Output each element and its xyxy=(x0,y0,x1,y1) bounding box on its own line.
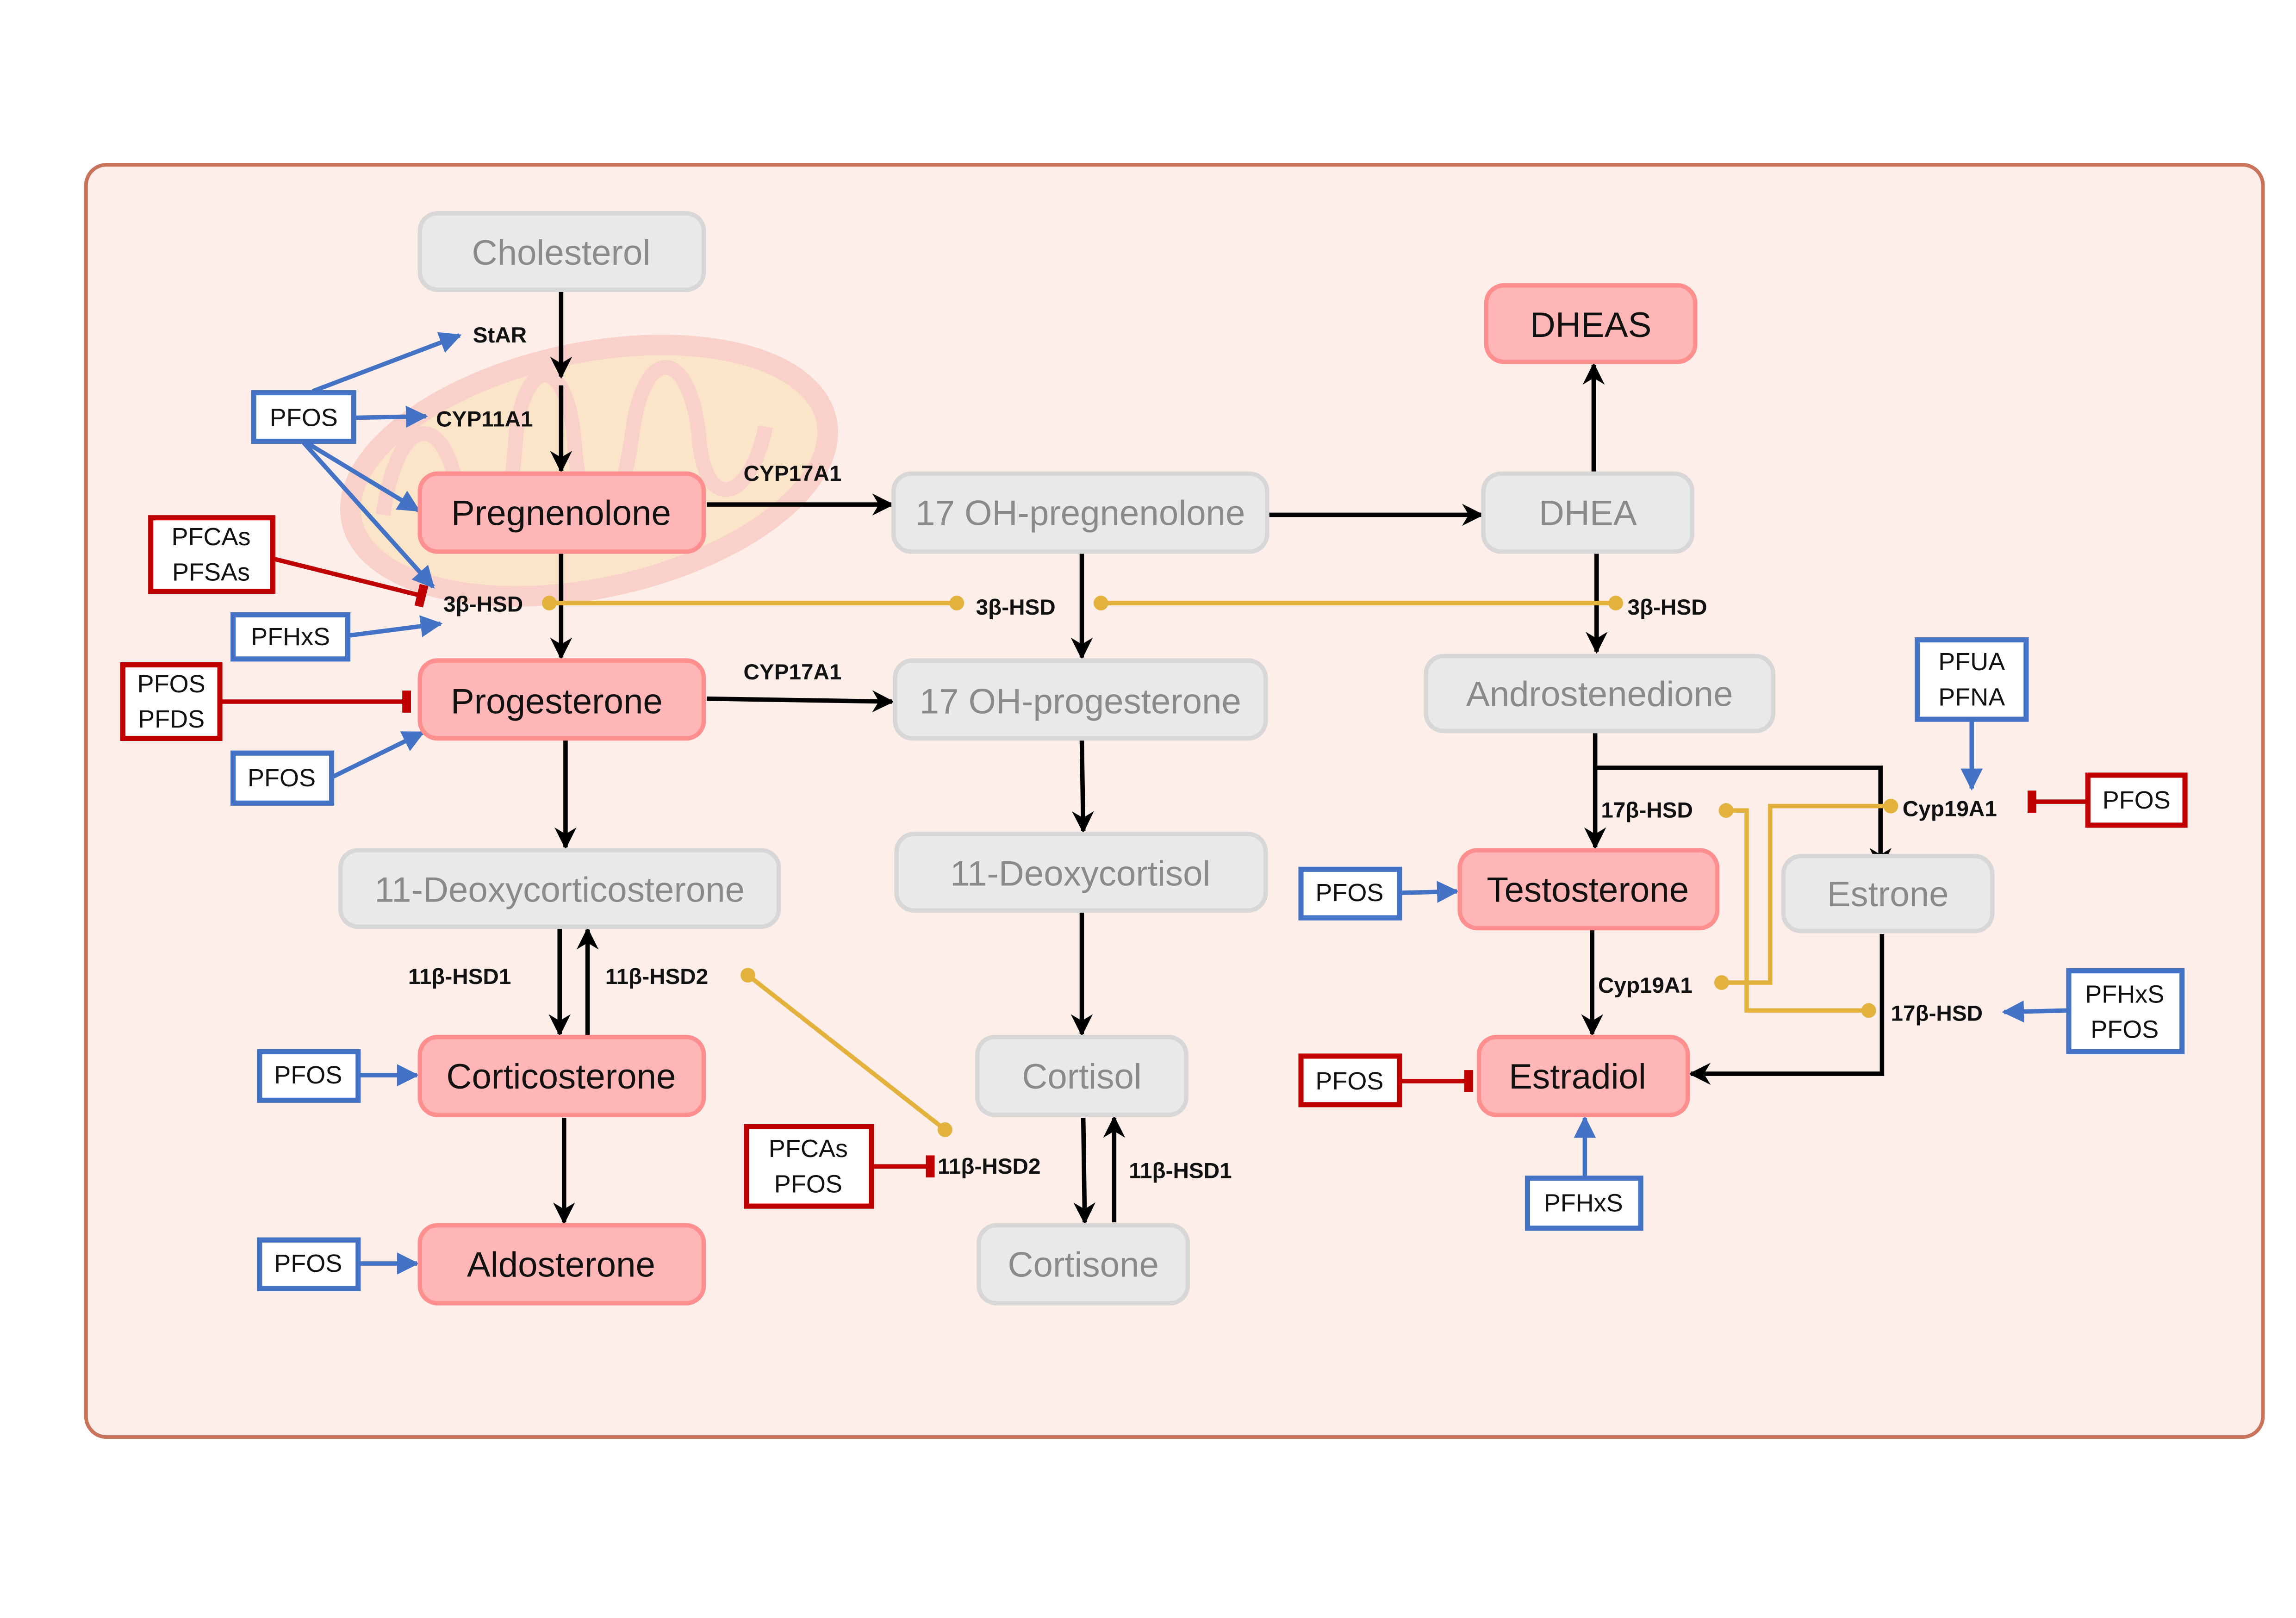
node-17oh-pregnenolone: 17 OH-pregnenolone xyxy=(891,471,1269,554)
node-androstenedione: Androstenedione xyxy=(1424,653,1775,734)
svg-text:Pregnenolone: Pregnenolone xyxy=(451,494,671,533)
svg-text:PFOS: PFOS xyxy=(2091,1016,2159,1044)
svg-text:Estrone: Estrone xyxy=(1827,875,1949,914)
svg-text:PFHxS: PFHxS xyxy=(1544,1189,1623,1217)
svg-text:PFOS: PFOS xyxy=(248,764,316,792)
enzyme-17b-hsd: 17β-HSD xyxy=(1891,1001,1983,1026)
svg-text:PFOS: PFOS xyxy=(274,1061,342,1089)
svg-text:Cortisone: Cortisone xyxy=(1008,1245,1158,1285)
node-progesterone: Progesterone xyxy=(417,658,706,741)
enzyme-11b-hsd2: 11β-HSD2 xyxy=(938,1154,1040,1179)
svg-text:PFOS: PFOS xyxy=(1315,1067,1383,1095)
enzyme-cyp11a1: CYP11A1 xyxy=(436,407,533,431)
svg-text:PFHxS: PFHxS xyxy=(2085,980,2164,1008)
svg-text:PFCAs: PFCAs xyxy=(171,523,250,551)
svg-text:PFOS: PFOS xyxy=(270,404,338,432)
enzyme-11b-hsd2: 11β-HSD2 xyxy=(605,965,708,989)
svg-text:PFDS: PFDS xyxy=(138,705,205,733)
node-dhea: DHEA xyxy=(1481,471,1695,554)
enzyme-17b-hsd: 17β-HSD xyxy=(1601,798,1693,823)
svg-text:Androstenedione: Androstenedione xyxy=(1466,675,1733,714)
chemical-box: PFOS xyxy=(257,1237,361,1291)
svg-text:PFHxS: PFHxS xyxy=(251,623,330,651)
svg-text:PFOS: PFOS xyxy=(137,670,205,698)
svg-text:17 OH-progesterone: 17 OH-progesterone xyxy=(920,682,1241,721)
node-cholesterol: Cholesterol xyxy=(417,211,706,292)
svg-text:DHEA: DHEA xyxy=(1539,494,1637,533)
chemical-box: PFHxS xyxy=(230,612,351,662)
svg-text:11-Deoxycortisol: 11-Deoxycortisol xyxy=(950,854,1210,893)
node-dheas: DHEAS xyxy=(1484,283,1698,364)
svg-text:Corticosterone: Corticosterone xyxy=(446,1057,676,1096)
chemical-box: PFOS xyxy=(230,750,335,806)
svg-text:PFOS: PFOS xyxy=(2103,786,2171,814)
svg-text:Progesterone: Progesterone xyxy=(451,682,663,721)
svg-text:PFCAs: PFCAs xyxy=(769,1135,848,1163)
svg-text:17 OH-pregnenolone: 17 OH-pregnenolone xyxy=(915,494,1245,533)
enzyme-cyp19a1: Cyp19A1 xyxy=(1903,797,1997,821)
enzyme-11b-hsd1: 11β-HSD1 xyxy=(1129,1158,1232,1183)
enzyme-cyp17a1: CYP17A1 xyxy=(743,660,841,685)
node-17oh-progesterone: 17 OH-progesterone xyxy=(893,658,1268,741)
svg-text:PFOS: PFOS xyxy=(774,1170,842,1198)
node-pregnenolone: Pregnenolone xyxy=(417,471,706,554)
node-11-deoxycorticosterone: 11-Deoxycorticosterone xyxy=(338,848,781,929)
node-11-deoxycortisol: 11-Deoxycortisol xyxy=(894,832,1268,913)
chemical-box: PFHxS PFOS xyxy=(2066,968,2185,1054)
chemical-box: PFOS xyxy=(251,390,356,444)
chemical-box: PFOS PFDS xyxy=(120,662,223,741)
node-estrone: Estrone xyxy=(1781,853,1995,933)
chemical-box: PFUA PFNA xyxy=(1915,637,2029,722)
node-estradiol: Estradiol xyxy=(1476,1034,1690,1117)
chemical-effects xyxy=(221,332,2087,1275)
enzyme-3b-hsd: 3β-HSD xyxy=(1628,595,1707,620)
enzyme-cyp19a1: Cyp19A1 xyxy=(1598,973,1692,998)
svg-text:Cortisol: Cortisol xyxy=(1022,1057,1142,1096)
svg-text:PFOS: PFOS xyxy=(1315,879,1383,907)
node-corticosterone: Corticosterone xyxy=(417,1034,706,1117)
svg-text:Cholesterol: Cholesterol xyxy=(472,233,651,273)
enzyme-cyp17a1: CYP17A1 xyxy=(743,461,841,486)
chemical-box: PFOS xyxy=(1298,866,1402,921)
svg-text:Testosterone: Testosterone xyxy=(1487,870,1689,909)
node-testosterone: Testosterone xyxy=(1457,848,1720,931)
chemical-box: PFOS xyxy=(257,1049,361,1103)
svg-text:Aldosterone: Aldosterone xyxy=(467,1245,655,1285)
svg-text:11-Deoxycorticosterone: 11-Deoxycorticosterone xyxy=(374,870,745,909)
svg-text:DHEAS: DHEAS xyxy=(1530,305,1652,345)
enzyme-11b-hsd1: 11β-HSD1 xyxy=(408,965,511,989)
svg-text:PFSAs: PFSAs xyxy=(172,558,250,586)
enzyme-links xyxy=(542,596,1898,1137)
svg-text:Estradiol: Estradiol xyxy=(1509,1057,1646,1096)
enzyme-3b-hsd: 3β-HSD xyxy=(976,595,1056,620)
enzyme-3b-hsd: 3β-HSD xyxy=(443,592,523,617)
node-cortisone: Cortisone xyxy=(977,1223,1190,1306)
svg-text:PFUA: PFUA xyxy=(1938,648,2005,676)
chemical-box: PFOS xyxy=(2085,772,2188,828)
svg-text:PFNA: PFNA xyxy=(1938,683,2005,711)
node-cortisol: Cortisol xyxy=(975,1034,1188,1117)
svg-text:PFOS: PFOS xyxy=(274,1250,342,1277)
node-aldosterone: Aldosterone xyxy=(417,1223,706,1306)
chemical-box: PFOS xyxy=(1298,1053,1402,1108)
chemical-box: PFHxS xyxy=(1524,1176,1643,1231)
enzyme-labels: StAR CYP11A1 CYP17A1 3β-HSD 3β-HSD 3β-HS… xyxy=(408,323,1997,1183)
enzyme-star: StAR xyxy=(473,323,527,348)
